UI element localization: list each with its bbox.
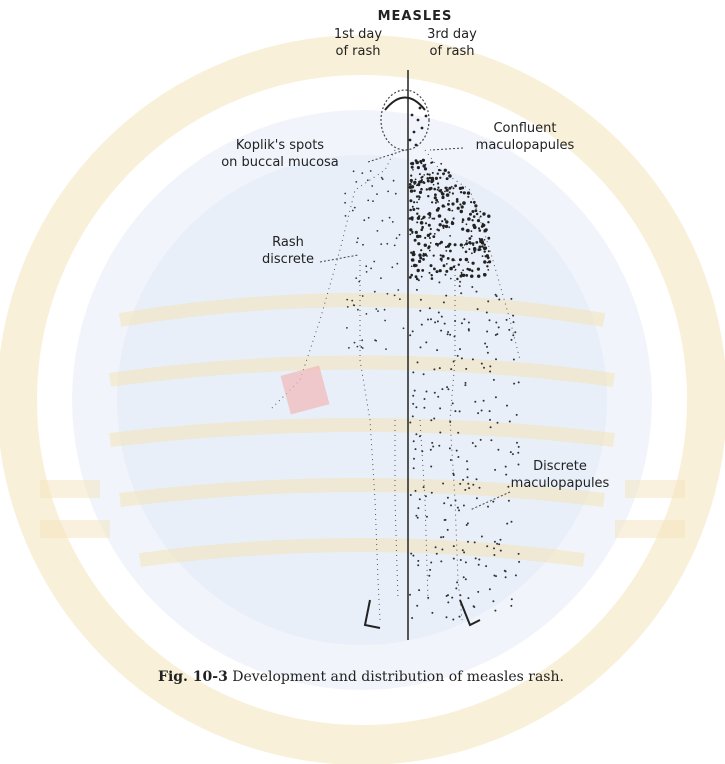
- discrete-mp-line1: Discrete: [490, 458, 630, 475]
- head: [381, 90, 429, 150]
- rash-discrete-label: Rash discrete: [248, 234, 328, 268]
- title-label: MEASLES: [355, 8, 475, 25]
- koplik-line2: on buccal mucosa: [190, 154, 370, 171]
- face-rash: [409, 107, 428, 147]
- koplik-label: Koplik's spots on buccal mucosa: [190, 137, 370, 171]
- figure-caption: Fig. 10-3 Development and distribution o…: [158, 668, 678, 687]
- column-right-label: 3rd day of rash: [412, 26, 492, 60]
- column-left-label: 1st day of rash: [318, 26, 398, 60]
- confluent-line2: maculopapules: [455, 137, 595, 154]
- column-left-line2: of rash: [318, 43, 398, 60]
- rash-discrete-line2: discrete: [248, 251, 328, 268]
- figure-number: Fig. 10-3: [158, 669, 228, 685]
- column-left-line1: 1st day: [318, 26, 398, 43]
- feet: [365, 600, 480, 628]
- column-right-line2: of rash: [412, 43, 492, 60]
- discrete-mp-label: Discrete maculopapules: [490, 458, 630, 492]
- discrete-mp-line2: maculopapules: [490, 475, 630, 492]
- rash-discrete-line1: Rash: [248, 234, 328, 251]
- pink-patch: [281, 366, 330, 415]
- column-right-line1: 3rd day: [412, 26, 492, 43]
- confluent-rash: [409, 159, 492, 281]
- caption-text: Development and distribution of measles …: [232, 669, 564, 685]
- koplik-line1: Koplik's spots: [190, 137, 370, 154]
- sparse-rash: [344, 170, 520, 620]
- confluent-line1: Confluent: [455, 120, 595, 137]
- confluent-label: Confluent maculopapules: [455, 120, 595, 154]
